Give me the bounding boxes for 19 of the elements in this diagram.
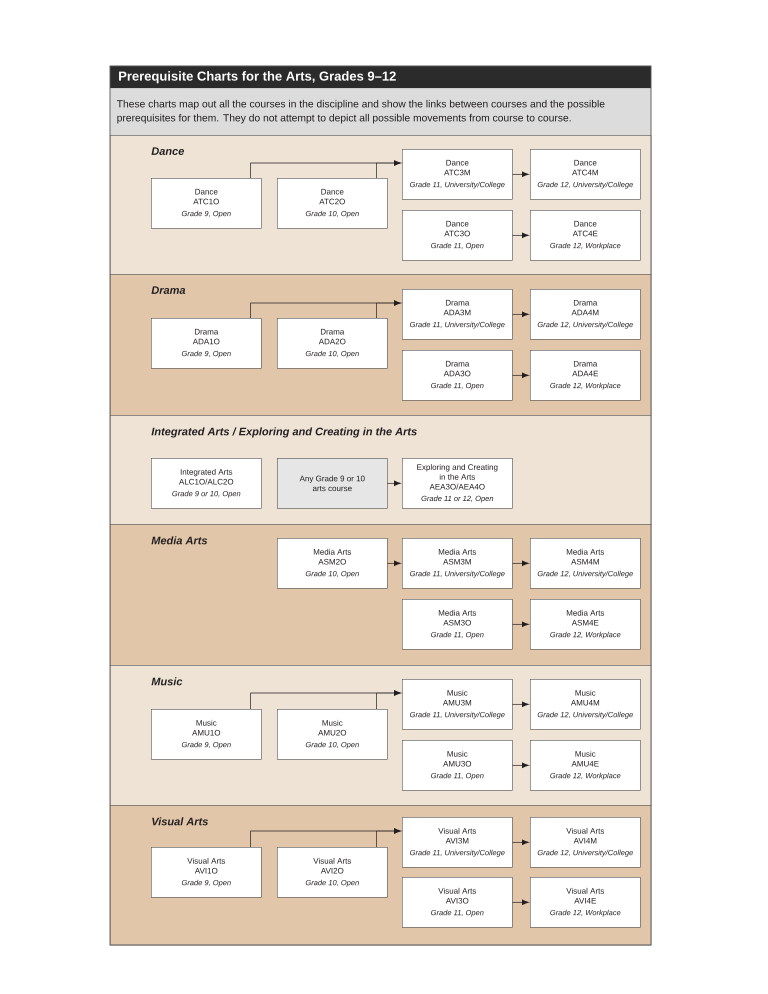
arrow bbox=[387, 560, 401, 566]
arrow bbox=[512, 312, 529, 318]
arrow bbox=[512, 900, 529, 906]
arrow bbox=[376, 828, 401, 848]
arrow bbox=[376, 690, 401, 710]
arrow bbox=[512, 172, 529, 178]
arrow bbox=[512, 560, 529, 566]
arrow bbox=[387, 480, 401, 486]
arrow bbox=[512, 762, 529, 768]
arrow bbox=[512, 622, 529, 628]
arrow bbox=[376, 300, 401, 318]
arrow bbox=[512, 840, 529, 846]
intro-text: These charts map out all the courses in the discipline and show the links between courses and the possible prerequisites for them. They do not attempt to depict all possible movements from course to course. bbox=[110, 88, 652, 136]
arrow bbox=[512, 372, 529, 378]
arrow bbox=[512, 232, 529, 238]
arrow bbox=[376, 160, 401, 178]
title-bar: Prerequisite Charts for the Arts, Grades 9–12 bbox=[110, 66, 652, 88]
course-box: Any Grade 9 or 10 arts course bbox=[277, 458, 388, 509]
arrow bbox=[512, 702, 529, 708]
